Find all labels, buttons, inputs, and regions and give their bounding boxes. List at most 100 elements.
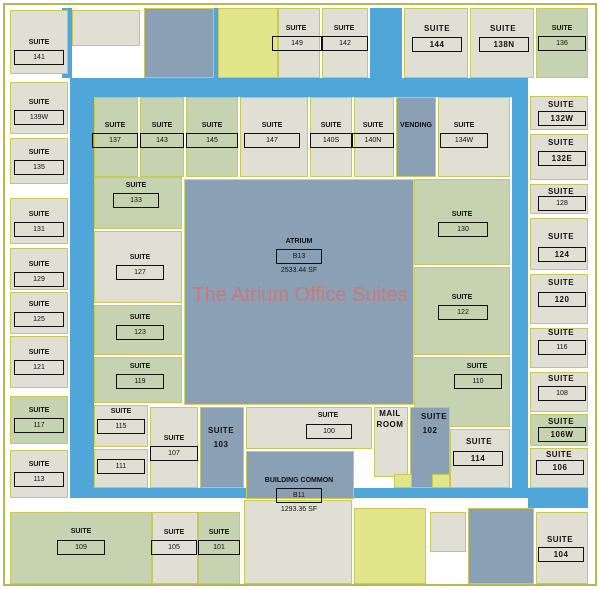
corridor: [370, 8, 402, 80]
suite-106-heading: SUITE: [545, 450, 573, 459]
south-vestibule-east: [432, 474, 450, 488]
suite-119-heading: SUITE: [129, 363, 151, 370]
suite-129-number: 129: [14, 272, 64, 287]
south-utility: [354, 508, 426, 584]
suite-120[interactable]: [530, 274, 588, 324]
suite-115-heading: SUITE: [110, 408, 132, 415]
suite-134w[interactable]: [438, 97, 510, 177]
suite-116[interactable]: [530, 328, 588, 368]
suite-109[interactable]: [10, 512, 152, 584]
suite-138n-number: 138N: [479, 37, 529, 52]
suite-140s-heading: SUITE: [320, 122, 342, 129]
suite-144-number: 144: [412, 37, 462, 52]
suite-133[interactable]: [94, 177, 182, 229]
suite-142-number: 142: [322, 36, 368, 51]
suite-103[interactable]: [200, 407, 244, 488]
suite-129-heading: SUITE: [28, 261, 50, 268]
suite-141[interactable]: [10, 10, 68, 74]
suite-128-heading: SUITE: [547, 187, 575, 196]
suite-136[interactable]: [536, 8, 588, 78]
building-common: [246, 451, 354, 499]
suite-125[interactable]: [10, 292, 68, 334]
suite-122-number: 122: [438, 305, 488, 320]
suite-117[interactable]: [10, 396, 68, 444]
suite-106[interactable]: [530, 448, 588, 488]
suite-113[interactable]: [10, 450, 68, 498]
suite-107-heading: SUITE: [163, 435, 185, 442]
suite-147[interactable]: [240, 97, 308, 177]
suite-144[interactable]: [404, 8, 468, 78]
suite-142-heading: SUITE: [333, 25, 355, 32]
suite-121-heading: SUITE: [28, 349, 50, 356]
suite-132e[interactable]: [530, 134, 588, 180]
suite-149-heading: SUITE: [285, 25, 307, 32]
suite-108-heading: SUITE: [547, 374, 575, 383]
suite-115-number: 115: [97, 419, 145, 434]
suite-143-number: 143: [140, 133, 184, 148]
suite-117-number: 117: [14, 418, 64, 433]
suite-123-heading: SUITE: [129, 314, 151, 321]
suite-106-number: 106: [536, 460, 584, 475]
suite-114[interactable]: [450, 429, 510, 488]
suite-147-heading: SUITE: [261, 122, 283, 129]
suite-121[interactable]: [10, 336, 68, 388]
suite-149-number: 149: [272, 36, 322, 51]
north-utility: [218, 8, 278, 78]
suite-117-heading: SUITE: [28, 407, 50, 414]
suite-140n-heading: SUITE: [362, 122, 384, 129]
suite-138n-heading: SUITE: [489, 24, 517, 33]
suite-129[interactable]: [10, 248, 68, 290]
suite-122[interactable]: [414, 267, 510, 355]
suite-145-number: 145: [186, 133, 238, 148]
suite-101-heading: SUITE: [208, 529, 230, 536]
suite-128[interactable]: [530, 184, 588, 214]
suite-109-number: 109: [57, 540, 105, 555]
suite-113-number: 113: [14, 472, 64, 487]
suite-138n[interactable]: [470, 8, 534, 78]
suite-124[interactable]: [530, 218, 588, 270]
suite-145-heading: SUITE: [201, 122, 223, 129]
suite-119-number: 119: [116, 374, 164, 389]
suite-102-heading: SUITE: [420, 412, 448, 421]
suite-130-number: 130: [438, 222, 488, 237]
suite-104[interactable]: [536, 512, 588, 584]
suite-105[interactable]: [152, 512, 198, 584]
suite-139w-number: 139W: [14, 110, 64, 125]
suite-104-number: 104: [538, 547, 584, 562]
suite-127[interactable]: [94, 231, 182, 303]
vending-label: VENDING: [400, 122, 432, 129]
suite-119[interactable]: [94, 357, 182, 403]
building-common-number: B11: [276, 488, 322, 503]
suite-140n-number: 140N: [352, 133, 394, 148]
suite-108[interactable]: [530, 372, 588, 412]
suite-135-heading: SUITE: [28, 149, 50, 156]
suite-149[interactable]: [278, 8, 320, 78]
suite-102-number: 102: [422, 426, 438, 435]
suite-139w-heading: SUITE: [28, 99, 50, 106]
suite-133-heading: SUITE: [125, 182, 147, 189]
north-office: [72, 10, 140, 46]
suite-123[interactable]: [94, 305, 182, 355]
suite-136-heading: SUITE: [551, 25, 573, 32]
suite-147-number: 147: [244, 133, 300, 148]
suite-143-heading: SUITE: [151, 122, 173, 129]
suite-124-heading: SUITE: [547, 232, 575, 241]
suite-110-heading: SUITE: [466, 363, 488, 370]
atrium-area: 2533.44 SF: [280, 267, 318, 274]
south-entry: [244, 500, 352, 584]
suite-131[interactable]: [10, 198, 68, 244]
suite-120-heading: SUITE: [547, 278, 575, 287]
suite-115[interactable]: [94, 405, 148, 447]
suite-111-number: 111: [97, 459, 145, 474]
suite-106w-heading: SUITE: [547, 417, 575, 426]
suite-111[interactable]: [94, 449, 148, 488]
suite-121-number: 121: [14, 360, 64, 375]
suite-106w[interactable]: [530, 414, 588, 446]
suite-139w[interactable]: [10, 82, 68, 134]
vending-room: [396, 97, 436, 177]
north-stair: [144, 8, 214, 78]
suite-107-number: 107: [150, 446, 198, 461]
suite-101-number: 101: [198, 540, 240, 555]
suite-132w[interactable]: [530, 96, 588, 130]
suite-135[interactable]: [10, 138, 68, 184]
